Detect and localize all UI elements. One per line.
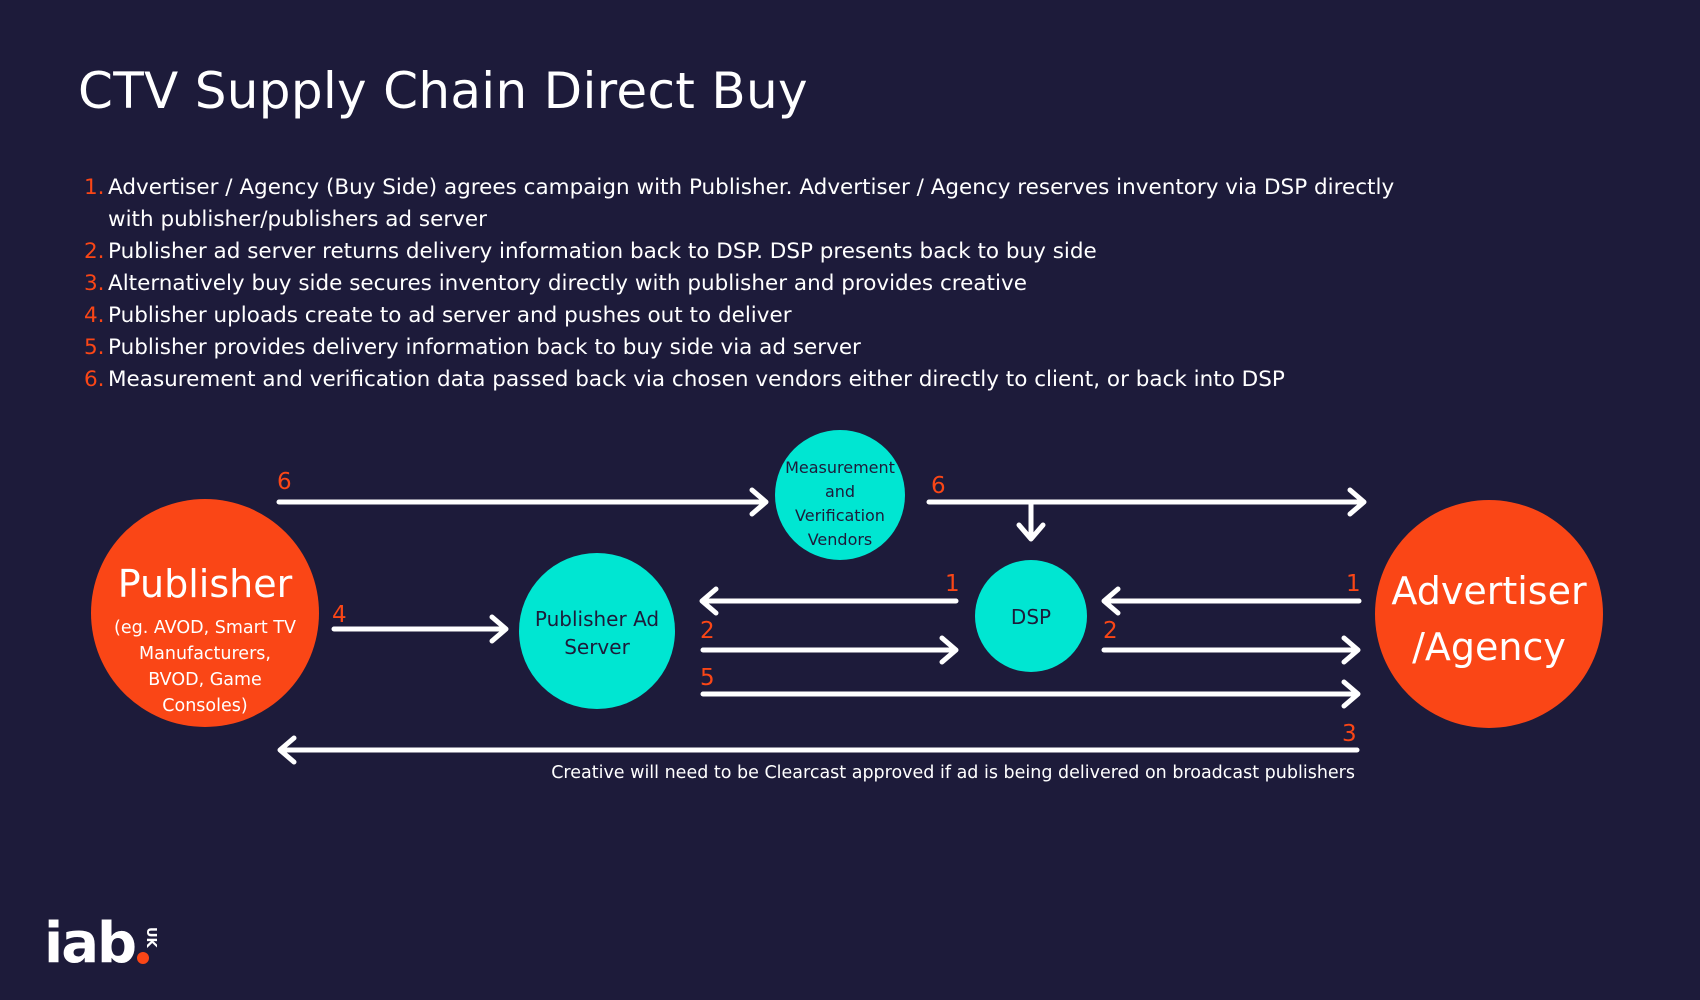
flow-label-1: 1	[1346, 571, 1361, 597]
step-text: Alternatively buy side secures inventory…	[108, 271, 1027, 296]
step-number: 5.	[84, 335, 105, 360]
arrow-pub-to-measurement	[276, 487, 769, 517]
logo-suffix: UK	[143, 927, 158, 949]
publisher-circle	[91, 499, 319, 727]
advertiser-node: Advertiser /Agency	[1375, 500, 1603, 728]
step-text: Measurement and verification data passed…	[108, 367, 1285, 392]
flow-label-1: 1	[945, 571, 960, 597]
flow-label-6: 6	[931, 473, 946, 499]
clearcast-note: Creative will need to be Clearcast appro…	[551, 763, 1355, 783]
arrow-dsp-to-adv	[1101, 635, 1361, 665]
measurement-label-line: and	[825, 482, 855, 501]
arrow-adserver-to-dsp	[700, 635, 959, 665]
step-number: 3.	[84, 271, 105, 296]
step-item: 5.Publisher provides delivery informatio…	[84, 332, 1414, 364]
arrow-adserver-to-adv	[700, 679, 1361, 709]
step-text: Publisher provides delivery information …	[108, 335, 861, 360]
ad-server-node: Publisher Ad Server	[519, 553, 675, 709]
flow-label-6: 6	[277, 469, 292, 495]
step-number: 1.	[84, 175, 105, 200]
arrow-pub-to-adserver	[331, 614, 509, 644]
measurement-label-line: Vendors	[808, 530, 873, 549]
iab-uk-logo: iab UK	[44, 911, 158, 970]
arrow-measurement-to-advertiser	[926, 487, 1367, 517]
step-text: Advertiser / Agency (Buy Side) agrees ca…	[108, 175, 1395, 232]
step-item: 4.Publisher uploads create to ad server …	[84, 300, 1414, 332]
flow-label-4: 4	[332, 602, 347, 628]
step-number: 6.	[84, 367, 105, 392]
steps-list: 1.Advertiser / Agency (Buy Side) agrees …	[84, 172, 1414, 396]
ad-server-label-line: Publisher Ad	[535, 607, 659, 631]
flow-label-2: 2	[700, 618, 715, 644]
arrow-measurement-to-dsp	[1016, 501, 1046, 542]
advertiser-label-line: Advertiser	[1391, 569, 1587, 613]
flow-label-2: 2	[1103, 618, 1118, 644]
flow-label-5: 5	[700, 665, 715, 691]
step-number: 2.	[84, 239, 105, 264]
flow-label-3: 3	[1342, 721, 1357, 747]
arrow-adv-to-pub	[277, 735, 1360, 765]
dsp-label: DSP	[1011, 605, 1051, 629]
publisher-sub-line: Consoles)	[162, 696, 247, 716]
step-item: 6.Measurement and verification data pass…	[84, 364, 1414, 396]
dsp-node: DSP	[975, 560, 1087, 672]
measurement-label-line: Verification	[795, 506, 885, 525]
step-text: Publisher uploads create to ad server an…	[108, 303, 792, 328]
measurement-label-line: Measurement	[785, 458, 895, 477]
publisher-sub-line: (eg. AVOD, Smart TV	[114, 618, 296, 638]
advertiser-label-line: /Agency	[1412, 625, 1566, 669]
ad-server-label-line: Server	[564, 635, 630, 659]
publisher-node: Publisher (eg. AVOD, Smart TV Manufactur…	[91, 499, 319, 727]
step-text: Publisher ad server returns delivery inf…	[108, 239, 1097, 264]
advertiser-circle	[1375, 500, 1603, 728]
measurement-circle	[775, 430, 905, 560]
publisher-sub-line: BVOD, Game	[148, 670, 262, 690]
logo-dot	[137, 952, 149, 964]
step-item: 2.Publisher ad server returns delivery i…	[84, 236, 1414, 268]
step-item: 3.Alternatively buy side secures invento…	[84, 268, 1414, 300]
page-title: CTV Supply Chain Direct Buy	[78, 62, 808, 120]
measurement-node: Measurement and Verification Vendors	[775, 430, 905, 560]
publisher-sub-line: Manufacturers,	[139, 644, 271, 664]
dsp-circle	[975, 560, 1087, 672]
step-item: 1.Advertiser / Agency (Buy Side) agrees …	[84, 172, 1414, 236]
ad-server-circle	[519, 553, 675, 709]
arrow-dsp-to-adserver	[699, 586, 959, 616]
arrow-adv-to-dsp	[1101, 586, 1362, 616]
publisher-title: Publisher	[118, 562, 293, 606]
logo-wordmark: iab	[44, 911, 135, 970]
step-number: 4.	[84, 303, 105, 328]
